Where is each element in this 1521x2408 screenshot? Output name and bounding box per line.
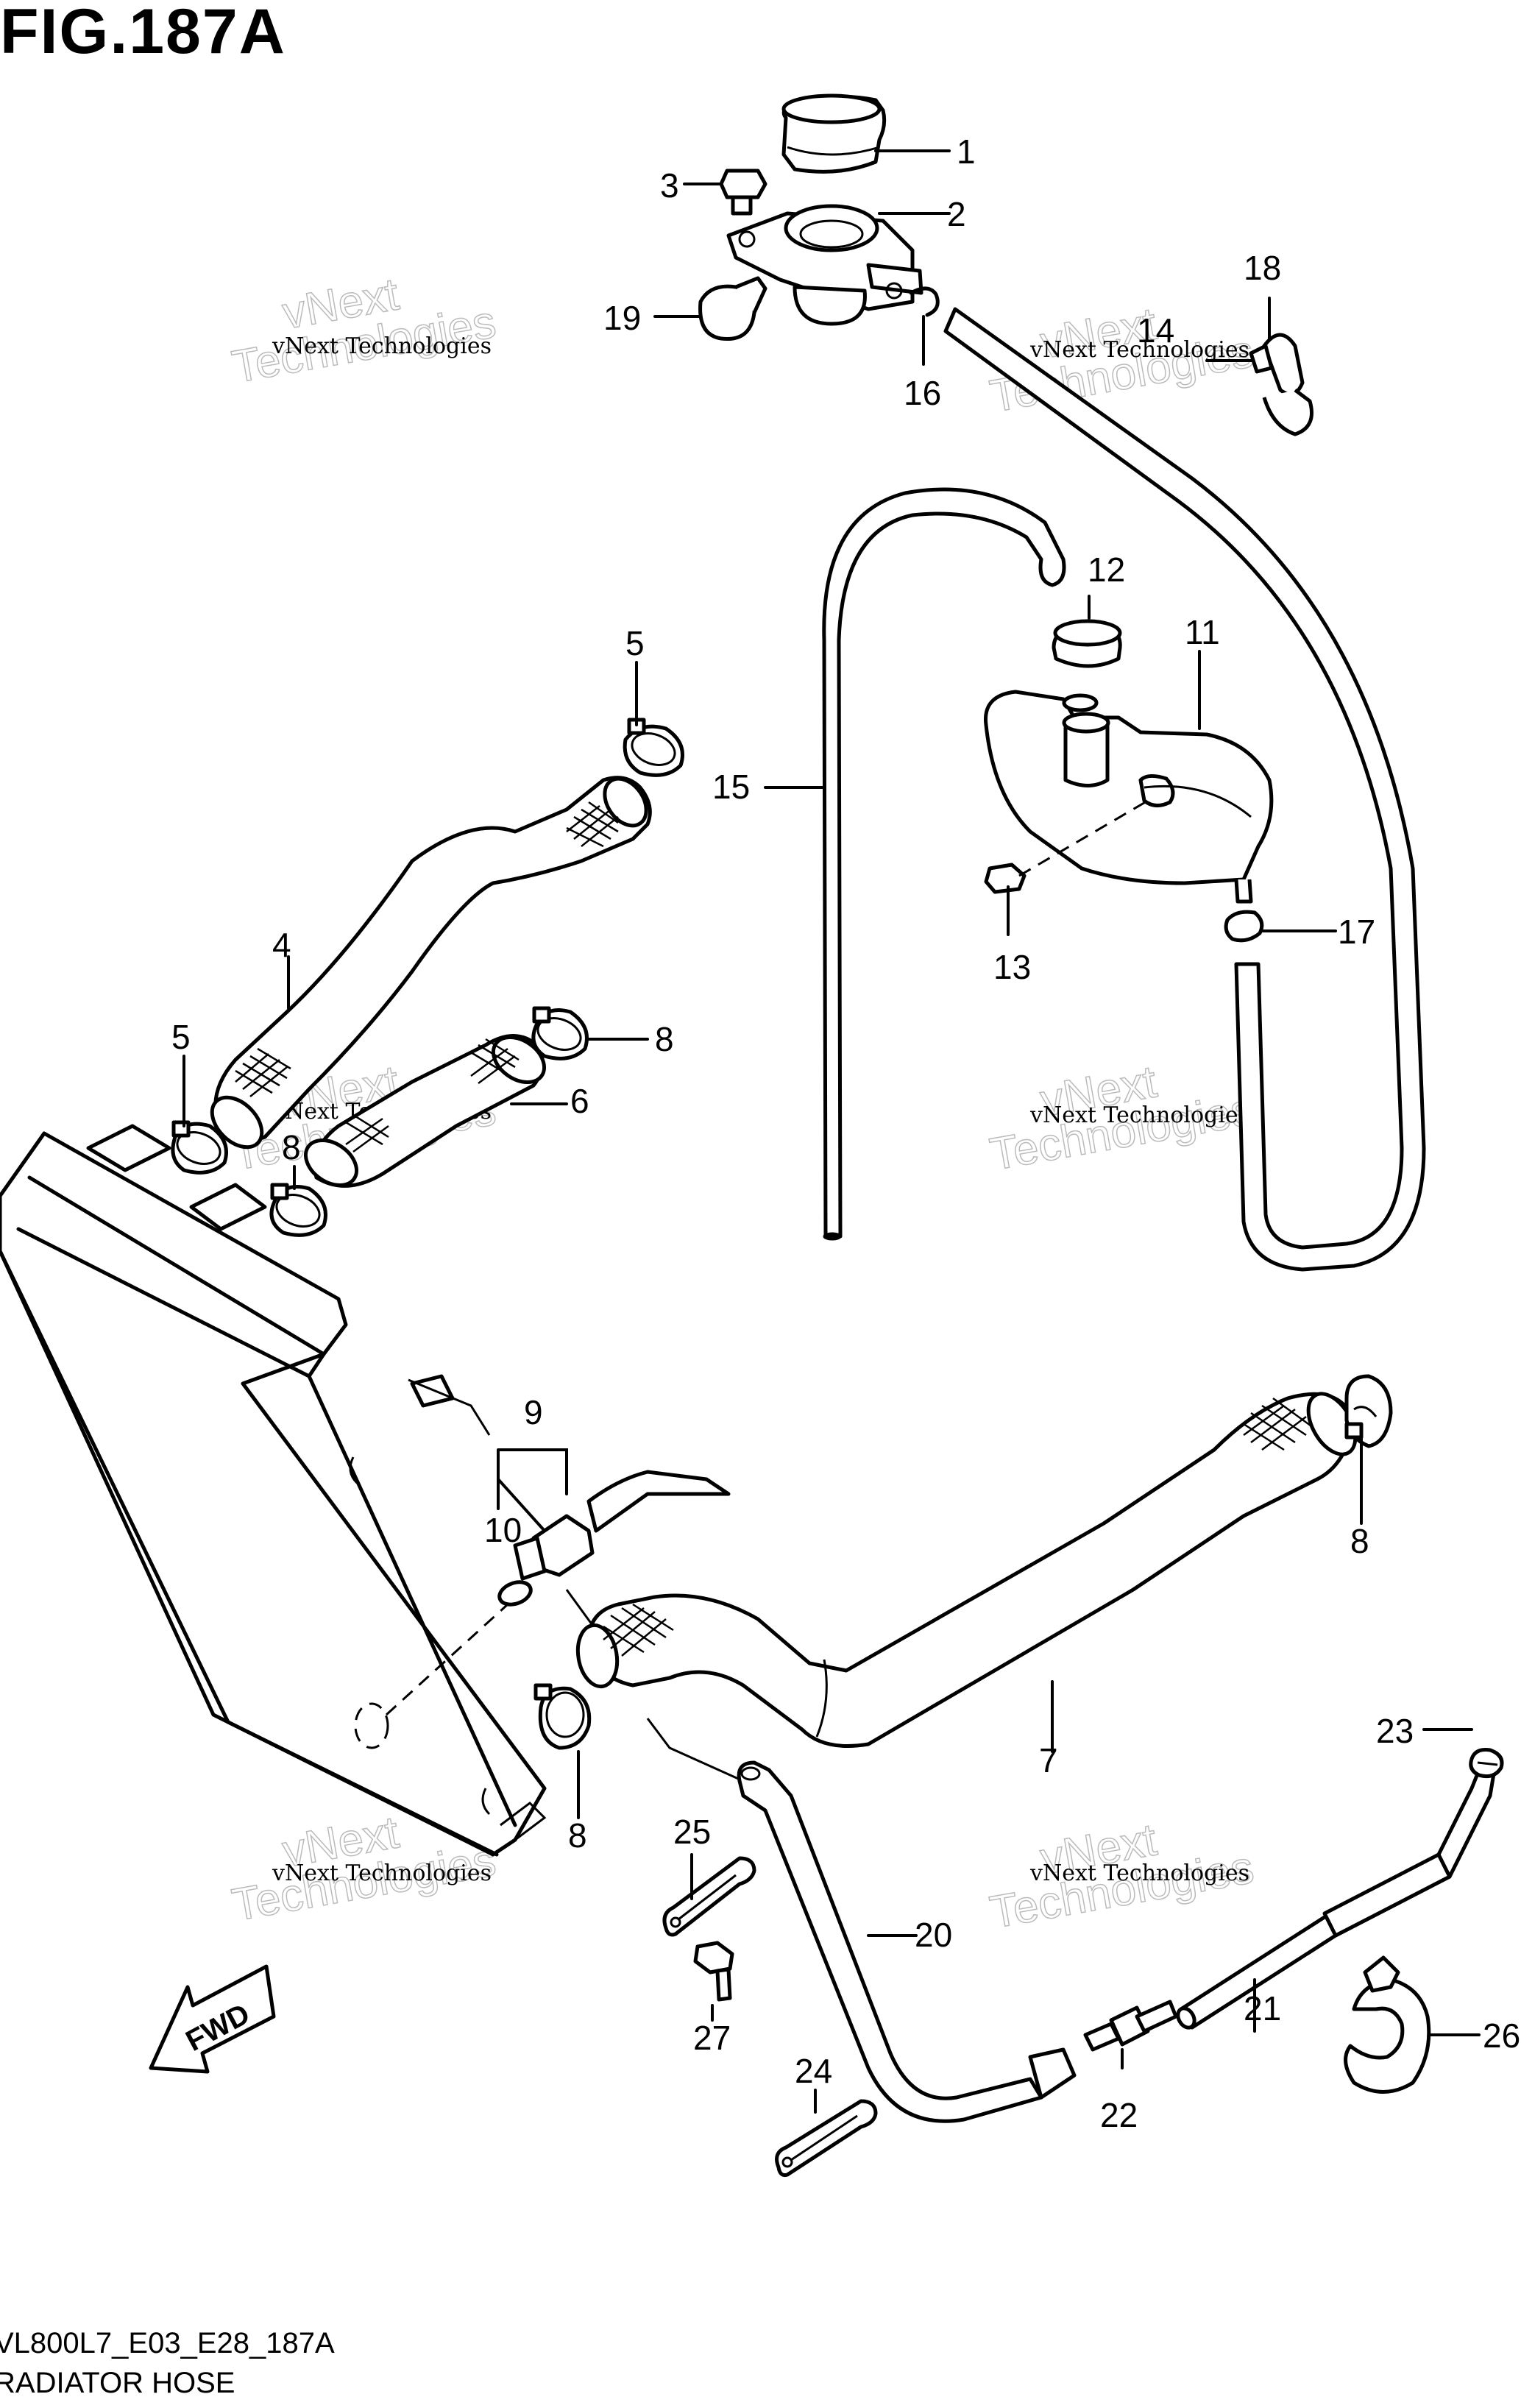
callout-25: 25: [673, 1813, 711, 1851]
clamp-8-upper-left: [269, 1183, 327, 1237]
callout-15: 15: [712, 768, 750, 806]
figure-title: FIG.187A: [0, 0, 286, 67]
fwd-arrow: FWD: [149, 1964, 276, 2074]
fitting-22: [1083, 2000, 1178, 2052]
clip-24: [775, 2099, 878, 2177]
hose-4-hatch: [235, 801, 619, 1097]
watermark-small: vNext Technologies: [272, 333, 492, 359]
clamp-8-lower-left: [533, 1683, 592, 1750]
callout-8: 8: [655, 1020, 674, 1058]
watermark-small: vNext Technologies: [272, 1860, 492, 1886]
callout-bracket-9-10: [497, 1448, 568, 1532]
reservoir-tank-11: [984, 690, 1274, 904]
callout-18: 18: [1244, 249, 1281, 287]
dashed-leader: [1018, 797, 1152, 877]
clamp-23: [1469, 1748, 1504, 1779]
watermark-small: vNext Technologies: [1029, 337, 1249, 363]
callout-27: 27: [693, 2019, 731, 2057]
clamp-26: [1344, 1955, 1431, 2094]
callout-10: 10: [484, 1511, 522, 1549]
hose-14: [943, 307, 1426, 1272]
bolt-3: [719, 169, 767, 216]
bolt-13: [984, 863, 1027, 894]
hose-7: [575, 1392, 1358, 1748]
clamp-19: [698, 276, 767, 341]
dashed-leader: [385, 1603, 509, 1716]
callout-16: 16: [904, 374, 941, 412]
watermark-small: vNext Technologies: [1029, 1860, 1249, 1886]
callout-4: 4: [272, 926, 291, 964]
callout-1: 1: [957, 132, 976, 171]
hose-7-hatch: [603, 1397, 1314, 1657]
leader-radiator-fitting: [408, 1378, 491, 1436]
filler-neck: [726, 204, 923, 326]
callout-labels: 1 2 3 4 5 5 6 7 8 8 8 8: [171, 132, 1369, 1855]
clamp-5-upper: [623, 718, 684, 777]
figure-name: RADIATOR HOSE: [0, 2367, 235, 2399]
radiator-cap: [781, 93, 887, 174]
callout-17: 17: [1338, 913, 1375, 951]
clamp-8-upper-right: [531, 1006, 589, 1060]
callout-13: 13: [993, 948, 1031, 986]
clamp-18: [1249, 333, 1313, 436]
callout-11: 11: [1185, 613, 1220, 651]
clip-16: [909, 286, 940, 317]
callout-9: 9: [524, 1393, 543, 1431]
callout-21: 21: [1244, 1989, 1281, 2028]
hose-20: [646, 1718, 1077, 2123]
leader-hose-20: [646, 1718, 744, 1782]
gasket-10: [497, 1580, 533, 1607]
callout-19: 19: [603, 299, 641, 337]
hose-15: [822, 487, 1066, 1241]
callout-22: 22: [1100, 2096, 1138, 2134]
callout-3: 3: [660, 166, 679, 205]
callout-14: 14: [1137, 311, 1174, 350]
callout-5: 5: [171, 1018, 191, 1056]
watermark-small: vNext Technologies: [1029, 1102, 1249, 1128]
callout-20: 20: [915, 1916, 952, 1954]
callout-8: 8: [1350, 1522, 1369, 1560]
bolt-27: [693, 1941, 734, 2002]
thermo-switch-9: [513, 1470, 731, 1581]
clamp-17: [1224, 910, 1264, 943]
callout-2: 2: [947, 195, 966, 233]
hose-4: [210, 776, 652, 1150]
clip-25: [662, 1856, 756, 1937]
figure-code: VL800L7_E03_E28_187A: [0, 2327, 335, 2359]
callout-8: 8: [568, 1816, 587, 1855]
reservoir-cap-12: [1052, 619, 1122, 668]
callout-12: 12: [1088, 550, 1125, 589]
leader-lines: [182, 149, 1481, 2114]
callout-24: 24: [795, 2052, 832, 2090]
hose-6-hatch: [345, 1038, 520, 1153]
radiator: [0, 1124, 547, 1857]
callout-23: 23: [1376, 1712, 1414, 1750]
clamp-8-lower-right: [1344, 1374, 1393, 1448]
callout-26: 26: [1483, 2016, 1520, 2055]
callout-8: 8: [282, 1128, 301, 1166]
callout-7: 7: [1039, 1741, 1058, 1780]
callout-6: 6: [570, 1082, 589, 1120]
callout-5: 5: [625, 624, 645, 662]
